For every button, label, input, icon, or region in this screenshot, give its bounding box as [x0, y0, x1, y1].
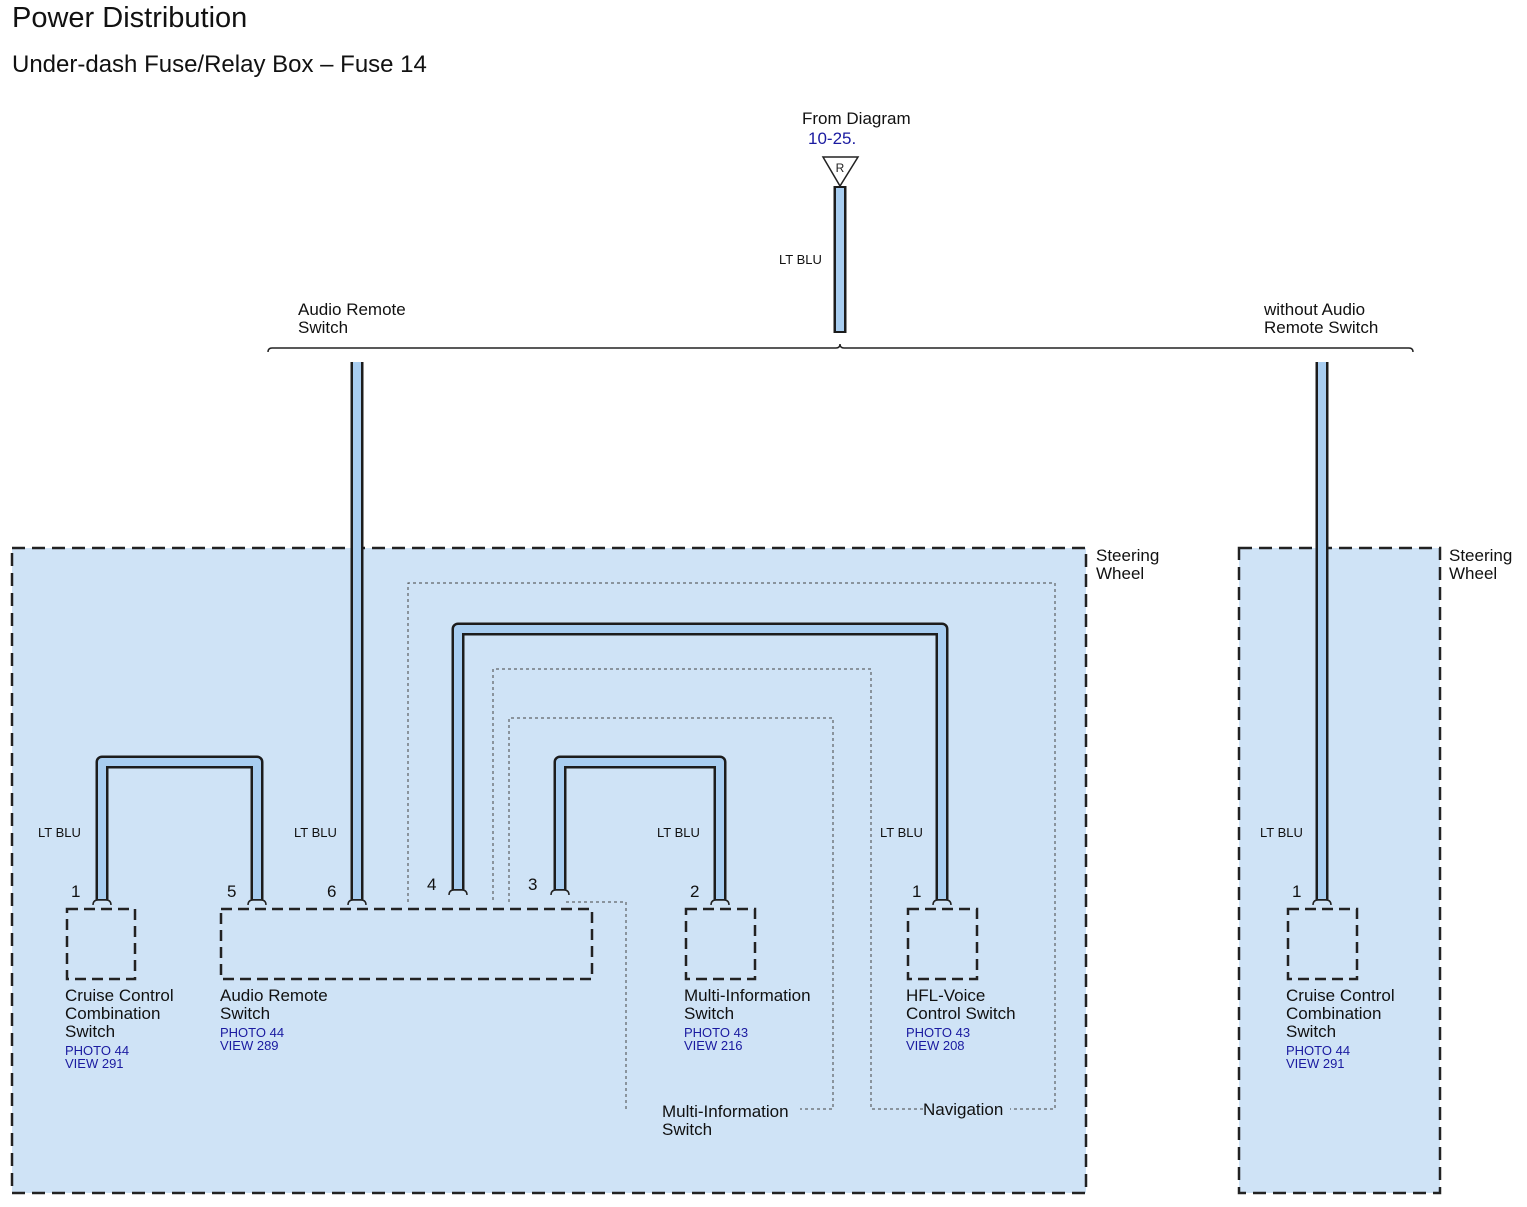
- cruise-control-switch-right-box: [1286, 907, 1359, 981]
- terminal-cruise-left: [92, 899, 112, 906]
- terminal-audio-4: [448, 889, 468, 896]
- wire-color-label: LT BLU: [657, 825, 700, 840]
- photo-ref[interactable]: PHOTO 44: [1286, 1043, 1351, 1058]
- hfl-voice-switch-box: [906, 907, 979, 981]
- pin-number: 3: [528, 875, 538, 894]
- view-ref[interactable]: VIEW 216: [684, 1038, 743, 1053]
- steering-wheel-region-left: [10, 546, 1088, 1195]
- photo-ref[interactable]: PHOTO 44: [65, 1043, 130, 1058]
- pin-number: 5: [227, 882, 237, 901]
- view-ref[interactable]: VIEW 291: [1286, 1056, 1345, 1071]
- pin-number: 1: [912, 882, 922, 901]
- wire-color-label: LT BLU: [880, 825, 923, 840]
- page-subtitle: Under-dash Fuse/Relay Box – Fuse 14: [12, 51, 427, 78]
- pin-number: 2: [690, 882, 700, 901]
- wire-color-label: LT BLU: [779, 252, 822, 267]
- pin-number: 1: [71, 882, 81, 901]
- view-ref[interactable]: VIEW 208: [906, 1038, 965, 1053]
- terminal-audio-3: [550, 889, 570, 896]
- source-diagram-ref[interactable]: 10-25.: [808, 129, 857, 148]
- steering-wheel-region-right: [1237, 546, 1442, 1195]
- branch-bracket: [267, 343, 1414, 353]
- source-symbol: R: [836, 161, 845, 175]
- cruise-control-switch-left-box: [65, 907, 137, 981]
- pin-number: 6: [327, 882, 337, 901]
- pin-number: 4: [427, 875, 437, 894]
- terminal-audio-6: [347, 899, 367, 906]
- navigation-group-label: Navigation: [923, 1100, 1004, 1119]
- wire-color-label: LT BLU: [294, 825, 337, 840]
- photo-ref[interactable]: PHOTO 43: [684, 1025, 749, 1040]
- photo-ref[interactable]: PHOTO 43: [906, 1025, 971, 1040]
- photo-ref[interactable]: PHOTO 44: [220, 1025, 285, 1040]
- source-connector-triangle: [821, 156, 860, 188]
- multi-info-group-outline: [508, 717, 834, 1110]
- page-title: Power Distribution: [12, 2, 248, 34]
- wire-color-label: LT BLU: [1260, 825, 1303, 840]
- wire-color-label: LT BLU: [38, 825, 81, 840]
- terminal-multi-info: [710, 899, 730, 906]
- navigation-group-outline: [407, 582, 1056, 1110]
- terminal-hfl: [932, 899, 952, 906]
- view-ref[interactable]: VIEW 291: [65, 1056, 124, 1071]
- terminal-cruise-right: [1312, 899, 1332, 906]
- terminal-audio-5: [247, 899, 267, 906]
- view-ref[interactable]: VIEW 289: [220, 1038, 279, 1053]
- wire-fills: [98, 188, 1326, 899]
- pin-number: 1: [1292, 882, 1302, 901]
- source-label: From Diagram: [802, 109, 911, 128]
- multi-information-switch-box: [684, 907, 757, 981]
